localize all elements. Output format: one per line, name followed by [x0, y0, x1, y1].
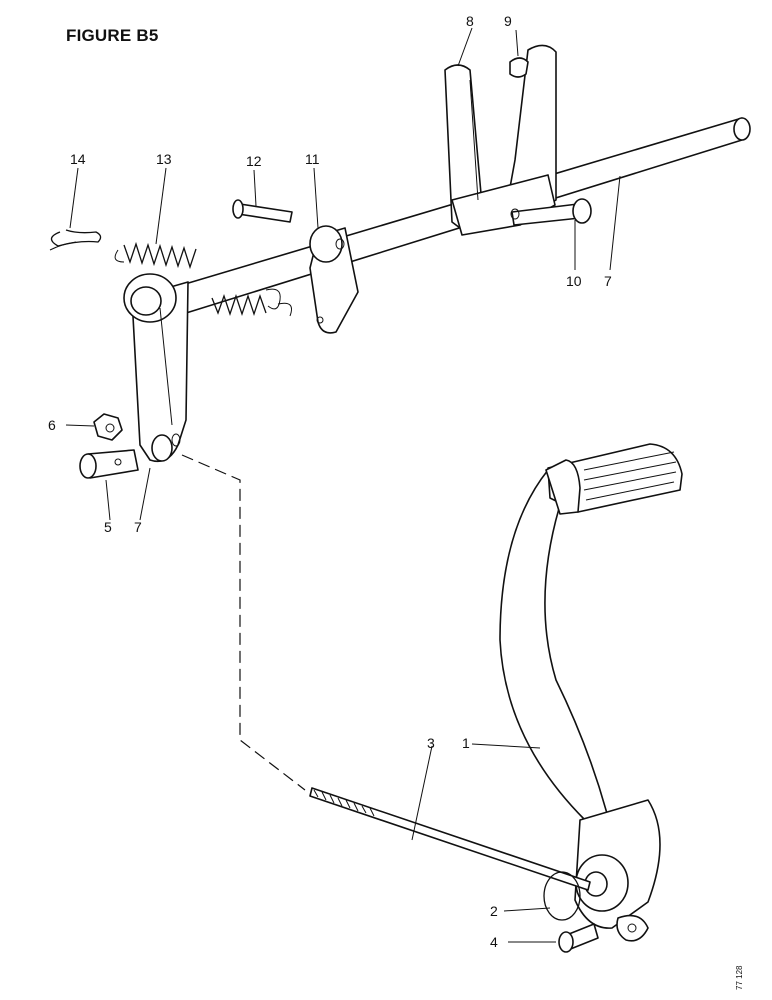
callout-14: 14: [70, 151, 86, 167]
return-spring: [114, 241, 292, 317]
callout-8: 8: [466, 13, 474, 29]
lever-arm-11: [309, 225, 359, 334]
callout-labels: 8 9 14 13 12 11 10 7 6 5 7 3 1 2 4: [48, 13, 612, 950]
callout-4: 4: [490, 934, 498, 950]
callout-7-shaft: 7: [604, 273, 612, 289]
circlip-2: [543, 871, 581, 921]
callout-6: 6: [48, 417, 56, 433]
brake-lever-arm: [123, 273, 189, 463]
callout-12: 12: [246, 153, 262, 169]
callout-3: 3: [427, 735, 435, 751]
pedal-tread: [583, 451, 677, 501]
callout-7-arm: 7: [134, 519, 142, 535]
brake-pedal: [499, 443, 683, 942]
pin-9: [509, 57, 529, 78]
bolt-10: [510, 198, 592, 226]
callout-1: 1: [462, 735, 470, 751]
fork-lever: [444, 44, 557, 236]
callout-10: 10: [566, 273, 582, 289]
nut-6: [93, 413, 123, 441]
callout-13: 13: [156, 151, 172, 167]
reference-code: 77 128: [735, 965, 744, 990]
figure-title: FIGURE B5: [66, 26, 159, 45]
clevis-pin-4: [558, 923, 599, 953]
callout-2: 2: [490, 903, 498, 919]
bolt-12: [232, 199, 293, 223]
callout-9: 9: [504, 13, 512, 29]
leader-lines: [65, 27, 621, 943]
callout-5: 5: [104, 519, 112, 535]
retaining-clip: [49, 229, 102, 251]
callout-11: 11: [305, 151, 320, 167]
alignment-line: [181, 454, 306, 791]
brake-rod: [309, 787, 591, 891]
clevis-pin-5: [79, 449, 139, 479]
